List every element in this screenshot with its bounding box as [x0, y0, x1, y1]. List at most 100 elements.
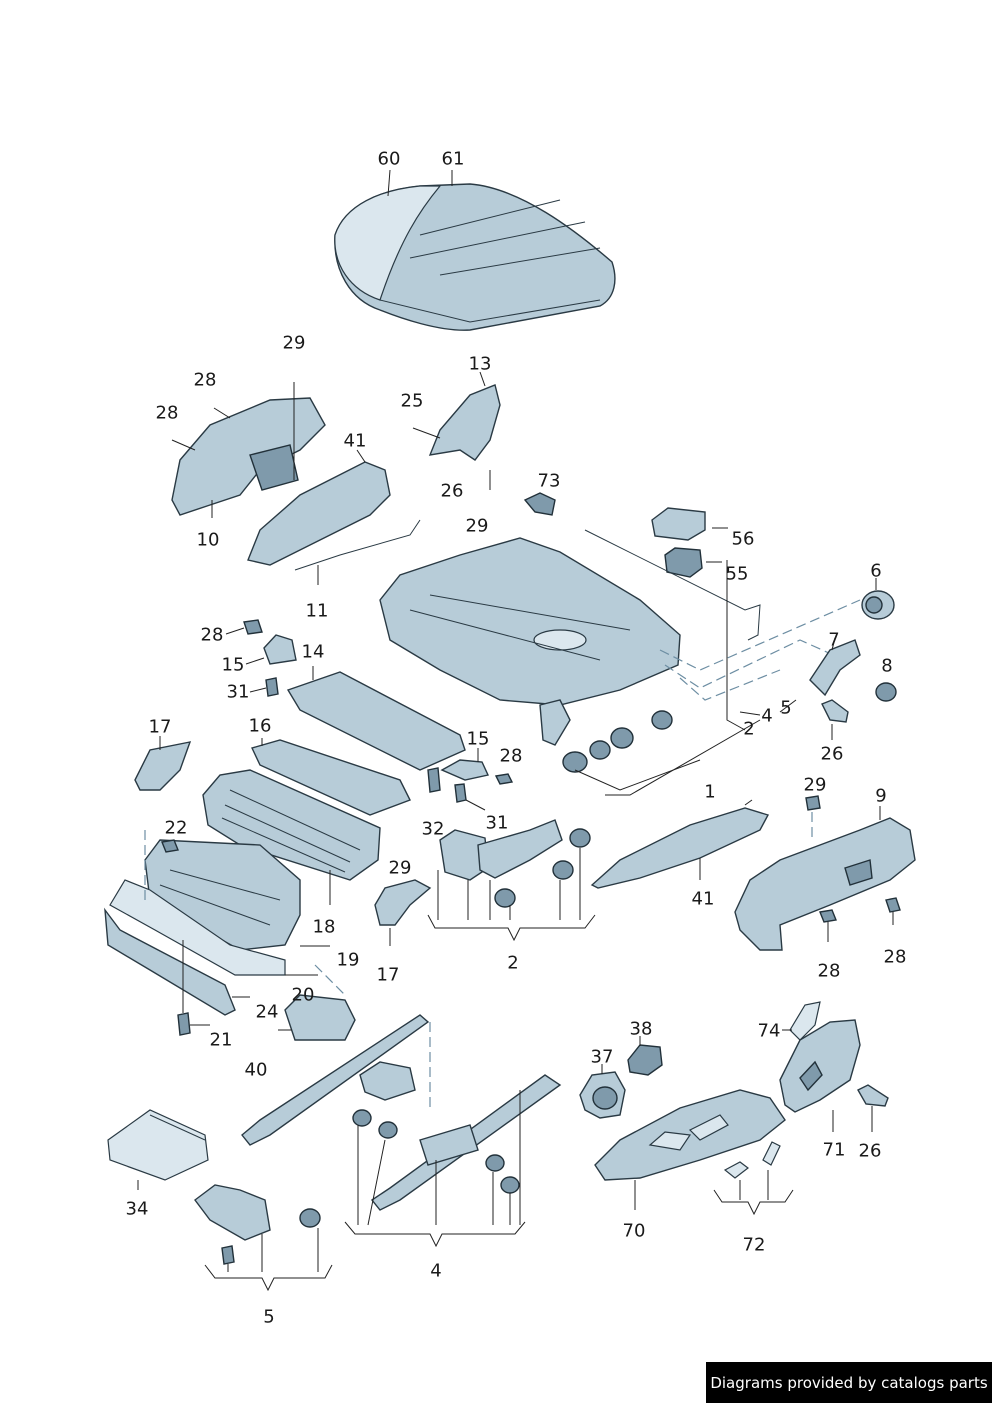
- callout-74: 74: [757, 1020, 781, 1042]
- callout-40: 40: [244, 1059, 268, 1081]
- switch-38: [627, 1044, 663, 1076]
- clip-73: [523, 492, 556, 516]
- credit-badge: Diagrams provided by catalogs parts: [706, 1362, 992, 1403]
- rod-long: [584, 529, 761, 641]
- bracket-13: [428, 384, 501, 461]
- callout-37: 37: [590, 1046, 614, 1068]
- callout-29-top: 29: [282, 332, 306, 354]
- button-72-b: [762, 1141, 781, 1166]
- bracket-15-left: [263, 634, 297, 665]
- callout-56: 56: [731, 528, 755, 550]
- callout-70: 70: [622, 1220, 646, 1242]
- callout-60: 60: [377, 148, 401, 170]
- side-cover-upper: [247, 461, 391, 566]
- rail-assembly-4: [241, 1014, 562, 1211]
- motor-5: [194, 1184, 321, 1265]
- callout-29-mid: 29: [465, 515, 489, 537]
- callout-31-mid: 31: [485, 812, 509, 834]
- lever-7: [809, 639, 861, 697]
- callout-21: 21: [209, 1029, 233, 1051]
- screw-22: [161, 839, 179, 853]
- pad-17-upper: [134, 741, 192, 791]
- side-cover-right: [590, 807, 770, 889]
- control-unit-34: [107, 1109, 209, 1181]
- trim-71: [779, 1019, 861, 1113]
- screw-28-small: [243, 619, 263, 635]
- callout-8: 8: [881, 655, 893, 677]
- front-panel-24: [104, 907, 236, 1016]
- button-72-a: [723, 1161, 749, 1179]
- cap-74: [789, 1001, 821, 1041]
- callout-17-upper: 17: [148, 716, 172, 738]
- pad-17-lower: [374, 879, 432, 926]
- screw-21: [177, 1012, 191, 1036]
- callout-32: 32: [421, 818, 445, 840]
- module-56: [651, 507, 706, 541]
- callout-4-bottom: 4: [430, 1260, 442, 1282]
- screw-28-mid: [494, 773, 514, 785]
- callout-19: 19: [336, 949, 360, 971]
- callout-15-left: 15: [221, 654, 245, 676]
- callout-28-d: 28: [499, 745, 523, 767]
- callout-31-left: 31: [226, 681, 250, 703]
- bolt-26-bottom: [857, 1084, 889, 1107]
- callout-29-right: 29: [803, 774, 827, 796]
- motor-assembly-2: [439, 819, 591, 908]
- screw-28-right-a: [819, 909, 837, 923]
- bracket-15-right: [440, 759, 490, 781]
- module-55: [664, 547, 703, 578]
- rod-11: [294, 519, 421, 571]
- switch-37: [579, 1071, 626, 1119]
- callout-5-top: 5: [780, 697, 792, 719]
- callout-28-a: 28: [193, 369, 217, 391]
- callout-20: 20: [291, 984, 315, 1006]
- callout-25: 25: [400, 390, 424, 412]
- callout-15-right: 15: [466, 728, 490, 750]
- callout-55: 55: [725, 563, 749, 585]
- left-side-trim: [171, 397, 326, 516]
- knob-6: [861, 590, 895, 620]
- screw-31-left: [265, 677, 279, 697]
- bolt-26-right: [821, 699, 849, 723]
- screw-28-right-b: [885, 897, 901, 913]
- callout-13: 13: [468, 353, 492, 375]
- plate-16: [251, 739, 411, 816]
- callout-38: 38: [629, 1018, 653, 1040]
- callout-26-bottom: 26: [858, 1140, 882, 1162]
- callout-14: 14: [301, 641, 325, 663]
- callout-4-top: 4: [761, 705, 773, 727]
- callout-16: 16: [248, 715, 272, 737]
- screw-32: [427, 767, 441, 793]
- right-side-trim-9: [734, 817, 916, 951]
- seat-frame: [379, 537, 681, 746]
- callout-71: 71: [822, 1139, 846, 1161]
- module-40: [284, 994, 356, 1041]
- callout-41-right: 41: [691, 888, 715, 910]
- callout-7: 7: [828, 629, 840, 651]
- callout-28-c: 28: [200, 624, 224, 646]
- callout-2-mid: 2: [507, 952, 519, 974]
- callout-18: 18: [312, 916, 336, 938]
- callout-41-upper: 41: [343, 430, 367, 452]
- bellows-18: [202, 769, 381, 881]
- callout-1: 1: [704, 781, 716, 803]
- tray-14: [286, 671, 466, 771]
- fastener-cluster: [562, 710, 673, 773]
- callout-28-e: 28: [817, 960, 841, 982]
- callout-26-right: 26: [820, 743, 844, 765]
- callout-22: 22: [164, 817, 188, 839]
- screw-31-mid: [454, 783, 467, 803]
- callout-28-f: 28: [883, 946, 907, 968]
- callout-26-top: 26: [440, 480, 464, 502]
- callout-17-lower: 17: [376, 964, 400, 986]
- callout-61: 61: [441, 148, 465, 170]
- callout-6: 6: [870, 560, 882, 582]
- callout-73: 73: [537, 470, 561, 492]
- knob-8: [875, 682, 897, 702]
- seat-cushion: [334, 183, 616, 331]
- callout-2-top: 2: [743, 718, 755, 740]
- switch-trim-70: [594, 1089, 786, 1181]
- callout-34: 34: [125, 1198, 149, 1220]
- cushion-cells: [144, 839, 301, 951]
- callout-5-bottom: 5: [263, 1306, 275, 1328]
